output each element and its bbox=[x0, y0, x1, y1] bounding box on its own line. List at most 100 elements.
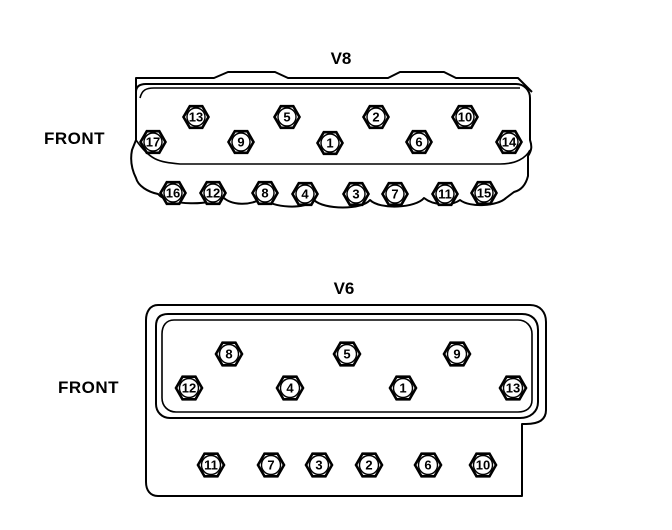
v6-bolt-3: 3 bbox=[304, 452, 334, 478]
bolt-washer-ring bbox=[163, 183, 183, 203]
bolt-number: 13 bbox=[506, 381, 520, 396]
bolt-washer-ring bbox=[186, 107, 206, 127]
bolt-number: 6 bbox=[424, 458, 431, 473]
v8-bolt-3: 3 bbox=[341, 181, 370, 207]
bolt-number: 7 bbox=[391, 187, 398, 202]
bolt-washer-ring bbox=[499, 132, 519, 152]
v8-bolt-6: 6 bbox=[404, 129, 433, 155]
bolt-number: 12 bbox=[182, 381, 196, 396]
bolt-number: 7 bbox=[267, 458, 274, 473]
bolt-washer-ring bbox=[178, 377, 200, 399]
v8-bolt-10: 10 bbox=[450, 104, 479, 130]
bolt-washer-ring bbox=[502, 377, 524, 399]
bolt-washer-ring bbox=[218, 343, 240, 365]
v8-bolt-8: 8 bbox=[250, 180, 279, 206]
bolt-number: 5 bbox=[343, 347, 350, 362]
v6-bolt-11: 11 bbox=[196, 452, 226, 478]
v8-bolt-1: 1 bbox=[315, 130, 344, 156]
v8-bolt-2: 2 bbox=[361, 104, 390, 130]
bolt-number: 9 bbox=[453, 347, 460, 362]
v8-bolt-14: 14 bbox=[494, 129, 523, 155]
bolt-number: 2 bbox=[372, 110, 379, 125]
v6-title: V6 bbox=[334, 279, 355, 298]
v6-bolt-2: 2 bbox=[354, 452, 384, 478]
bolt-washer-ring bbox=[231, 132, 251, 152]
bolt-number: 9 bbox=[237, 135, 244, 150]
v8-bolt-13: 13 bbox=[181, 104, 210, 130]
bolt-number: 12 bbox=[206, 186, 220, 201]
bolt-number: 17 bbox=[146, 135, 160, 150]
v6-bolt-7: 7 bbox=[256, 452, 286, 478]
bolt-number: 3 bbox=[315, 458, 322, 473]
v6-bolt-9: 9 bbox=[442, 341, 472, 367]
bolt-washer-ring bbox=[336, 343, 358, 365]
bolt-washer-ring bbox=[435, 184, 455, 204]
bolt-washer-ring bbox=[308, 454, 330, 476]
bolt-number: 14 bbox=[502, 135, 517, 150]
v6-bolt-group: 8 5 9 12 4 1 13 11 7 3 2 6 10 bbox=[174, 341, 528, 478]
bolt-washer-ring bbox=[409, 132, 429, 152]
v8-bolt-5: 5 bbox=[272, 104, 301, 130]
bolt-washer-ring bbox=[446, 343, 468, 365]
bolt-washer-ring bbox=[358, 454, 380, 476]
bolt-washer-ring bbox=[346, 184, 366, 204]
bolt-washer-ring bbox=[279, 377, 301, 399]
bolt-number: 1 bbox=[399, 381, 406, 396]
bolt-washer-ring bbox=[143, 132, 163, 152]
v6-bolt-6: 6 bbox=[413, 452, 443, 478]
bolt-washer-ring bbox=[277, 107, 297, 127]
v6-bolt-12: 12 bbox=[174, 375, 204, 401]
v6-section: V6 FRONT 8 5 9 12 4 1 13 11 7 3 2 6 10 bbox=[58, 279, 547, 497]
bolt-washer-ring bbox=[200, 454, 222, 476]
bolt-washer-ring bbox=[472, 454, 494, 476]
bolt-washer-ring bbox=[474, 183, 494, 203]
bolt-number: 4 bbox=[286, 381, 294, 396]
v6-inner-rim bbox=[155, 313, 539, 419]
bolt-number: 1 bbox=[326, 136, 333, 151]
v8-bolt-16: 16 bbox=[158, 180, 187, 206]
bolt-number: 10 bbox=[458, 110, 472, 125]
bolt-number: 11 bbox=[438, 187, 452, 202]
v6-bolt-10: 10 bbox=[468, 452, 498, 478]
v8-bolt-15: 15 bbox=[469, 180, 498, 206]
v6-bolt-4: 4 bbox=[275, 375, 305, 401]
bolt-number: 4 bbox=[301, 187, 309, 202]
bolt-washer-ring bbox=[260, 454, 282, 476]
v8-bolt-4: 4 bbox=[290, 181, 319, 207]
bolt-number: 13 bbox=[189, 110, 203, 125]
bolt-washer-ring bbox=[385, 184, 405, 204]
v8-bolt-9: 9 bbox=[226, 129, 255, 155]
bolt-washer-ring bbox=[203, 183, 223, 203]
bolt-washer-ring bbox=[295, 184, 315, 204]
v6-inner-line bbox=[161, 319, 533, 413]
v8-top-curve bbox=[139, 87, 520, 99]
v8-title: V8 bbox=[331, 49, 352, 68]
v6-bolt-1: 1 bbox=[388, 375, 418, 401]
bolt-washer-ring bbox=[320, 133, 340, 153]
v8-bolt-12: 12 bbox=[198, 180, 227, 206]
bolt-number: 2 bbox=[365, 458, 372, 473]
v6-front-label: FRONT bbox=[58, 378, 119, 397]
v8-bolt-17: 17 bbox=[138, 129, 167, 155]
v8-bolt-7: 7 bbox=[380, 181, 409, 207]
v6-bolt-5: 5 bbox=[332, 341, 362, 367]
v6-bolt-8: 8 bbox=[214, 341, 244, 367]
bolt-washer-ring bbox=[255, 183, 275, 203]
v8-head-flange bbox=[136, 71, 533, 93]
bolt-number: 16 bbox=[166, 186, 180, 201]
bolt-number: 5 bbox=[283, 110, 290, 125]
v8-bolt-11: 11 bbox=[430, 181, 459, 207]
bolt-number: 10 bbox=[476, 458, 490, 473]
v6-bolt-13: 13 bbox=[498, 375, 528, 401]
bolt-washer-ring bbox=[417, 454, 439, 476]
bolt-number: 8 bbox=[225, 347, 232, 362]
v8-front-label: FRONT bbox=[44, 129, 105, 148]
bolt-washer-ring bbox=[455, 107, 475, 127]
bolt-washer-ring bbox=[392, 377, 414, 399]
bolt-number: 8 bbox=[261, 186, 268, 201]
bolt-number: 3 bbox=[352, 187, 359, 202]
bolt-number: 11 bbox=[204, 458, 218, 473]
